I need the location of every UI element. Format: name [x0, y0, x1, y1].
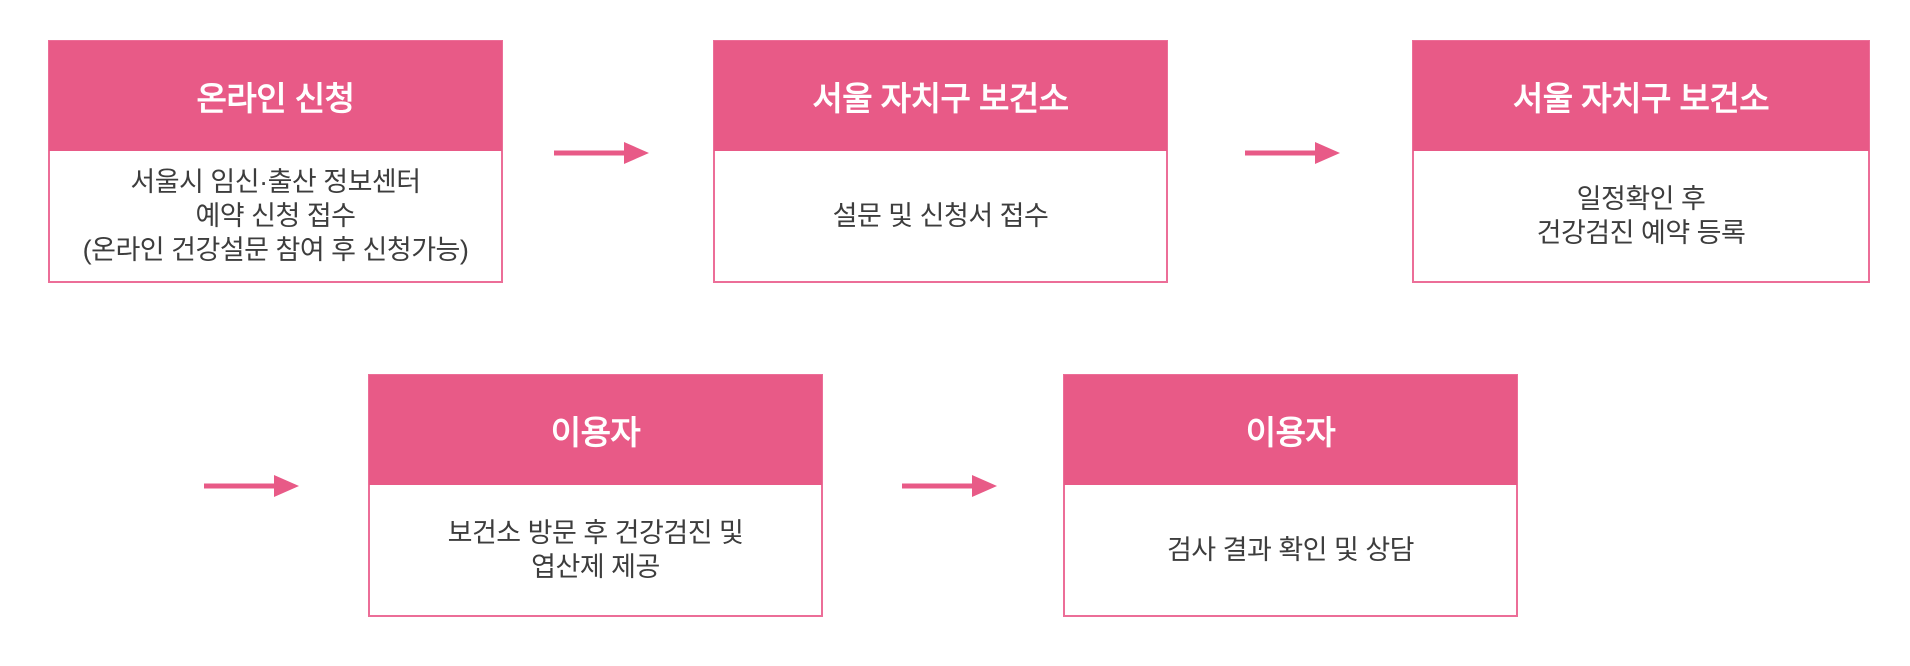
step-title: 서울 자치구 보건소 [1413, 41, 1869, 151]
step-description-line: 예약 신청 접수 [195, 200, 356, 231]
step-user-results: 이용자 검사 결과 확인 및 상담 [1063, 374, 1518, 617]
step-title: 온라인 신청 [49, 41, 502, 151]
step-user-visit: 이용자 보건소 방문 후 건강검진 및 엽산제 제공 [368, 374, 823, 617]
arrow-right-icon [902, 475, 997, 497]
arrow-right-icon [1245, 142, 1340, 164]
step-description-line: 일정확인 후 [1576, 183, 1706, 214]
step-district-health-center-intake: 서울 자치구 보건소 설문 및 신청서 접수 [713, 40, 1168, 283]
step-title: 서울 자치구 보건소 [714, 41, 1167, 151]
step-online-application: 온라인 신청 서울시 임신·출산 정보센터 예약 신청 접수 (온라인 건강설문… [48, 40, 503, 283]
step-description-line: 엽산제 제공 [531, 551, 660, 582]
step-description-line: 건강검진 예약 등록 [1536, 217, 1746, 248]
step-title: 이용자 [369, 375, 822, 485]
step-description-line: 서울시 임신·출산 정보센터 [130, 166, 421, 197]
step-description-line: 검사 결과 확인 및 상담 [1166, 534, 1415, 565]
arrow-right-icon [554, 142, 649, 164]
step-description: 일정확인 후 건강검진 예약 등록 [1414, 150, 1868, 281]
step-description: 보건소 방문 후 건강검진 및 엽산제 제공 [370, 484, 821, 615]
step-description: 설문 및 신청서 접수 [715, 150, 1166, 281]
step-description: 검사 결과 확인 및 상담 [1065, 484, 1516, 615]
step-description: 서울시 임신·출산 정보센터 예약 신청 접수 (온라인 건강설문 참여 후 신… [50, 150, 501, 281]
step-description-line: 설문 및 신청서 접수 [832, 200, 1049, 231]
step-description-line: (온라인 건강설문 참여 후 신청가능) [82, 234, 469, 265]
step-title: 이용자 [1064, 375, 1517, 485]
step-description-line: 보건소 방문 후 건강검진 및 [447, 517, 744, 548]
arrow-right-icon [204, 475, 299, 497]
step-district-health-center-schedule: 서울 자치구 보건소 일정확인 후 건강검진 예약 등록 [1412, 40, 1870, 283]
